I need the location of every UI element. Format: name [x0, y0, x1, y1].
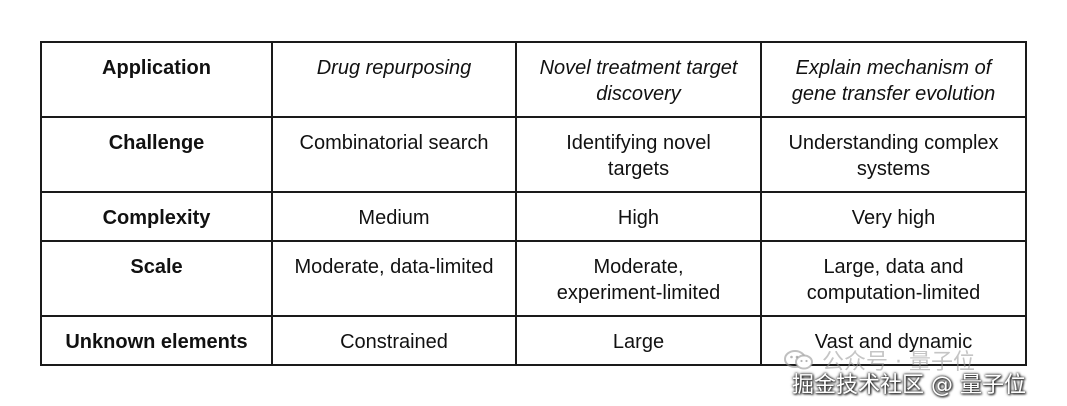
cell-unknown-2: Large — [515, 315, 762, 366]
cell-complexity-3: Very high — [760, 191, 1027, 242]
cell-scale-2: Moderate,experiment-limited — [515, 240, 762, 317]
cell-unknown-3: Vast and dynamic — [760, 315, 1027, 366]
cell-application-drug-repurposing: Drug repurposing — [271, 41, 517, 118]
cell-complexity-1: Medium — [271, 191, 517, 242]
cell-complexity-2: High — [515, 191, 762, 242]
table-row-challenge: Challenge Combinatorial search Identifyi… — [40, 116, 1027, 193]
table-row-scale: Scale Moderate, data-limited Moderate,ex… — [40, 240, 1027, 317]
row-header-unknown-elements: Unknown elements — [40, 315, 273, 366]
row-header-challenge: Challenge — [40, 116, 273, 193]
cell-unknown-1: Constrained — [271, 315, 517, 366]
cell-challenge-1: Combinatorial search — [271, 116, 517, 193]
table-row-unknown-elements: Unknown elements Constrained Large Vast … — [40, 315, 1027, 366]
row-header-application: Application — [40, 41, 273, 118]
watermark-line-2: 掘金技术社区 @ 量子位 — [792, 373, 1026, 398]
table-row-application: Application Drug repurposing Novel treat… — [40, 41, 1027, 118]
cell-scale-1: Moderate, data-limited — [271, 240, 517, 317]
comparison-table: Application Drug repurposing Novel treat… — [40, 41, 1027, 366]
table-row-complexity: Complexity Medium High Very high — [40, 191, 1027, 242]
row-header-scale: Scale — [40, 240, 273, 317]
row-header-complexity: Complexity — [40, 191, 273, 242]
